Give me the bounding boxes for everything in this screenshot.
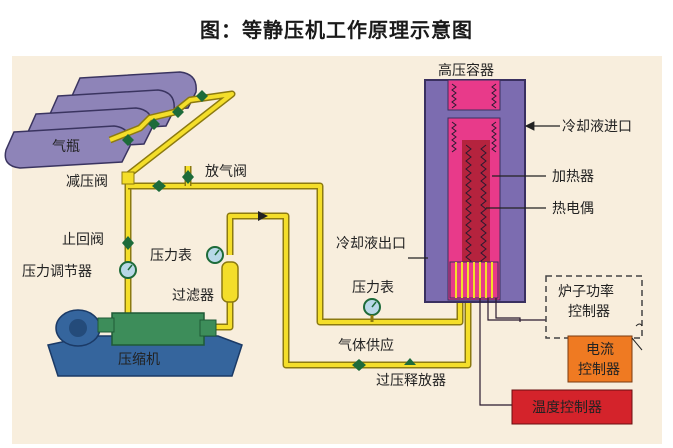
label-furnace-power-controller-1: 炉子功率 xyxy=(558,283,614,300)
label-high-pressure-vessel: 高压容器 xyxy=(438,62,494,79)
manifold-valve xyxy=(148,118,160,130)
label-check-valve: 止回阀 xyxy=(62,232,104,248)
label-gas-supply: 气体供应 xyxy=(338,337,394,354)
high-pressure-vessel xyxy=(424,79,526,303)
compressor xyxy=(47,309,243,377)
pressure-gauge-icon xyxy=(119,261,137,279)
label-current-controller-1: 电流 xyxy=(586,342,614,358)
wire-end-icon xyxy=(635,323,643,327)
vent-valve xyxy=(182,170,194,184)
label-overpressure-release: 过压释放器 xyxy=(376,373,446,389)
label-vent-valve: 放气阀 xyxy=(205,164,247,180)
label-pressure-gauge-2: 压力表 xyxy=(352,280,394,296)
flow-arrow xyxy=(258,211,268,221)
pressure-gauge-icon xyxy=(363,298,381,322)
label-thermocouple: 热电偶 xyxy=(552,201,594,217)
label-pressure-reducing-valve: 减压阀 xyxy=(66,174,108,190)
temperature-controller-box xyxy=(511,389,633,425)
filter-icon xyxy=(221,261,239,303)
control-wires xyxy=(479,298,546,406)
current-controller-box xyxy=(567,335,633,383)
label-filter: 过滤器 xyxy=(172,288,214,304)
check-valve xyxy=(122,236,134,250)
label-heater: 加热器 xyxy=(552,169,594,185)
gas-supply-valve xyxy=(352,359,366,371)
label-furnace-power-controller-2: 控制器 xyxy=(568,304,610,320)
label-cylinder: 气瓶 xyxy=(52,139,80,155)
wire-end-icon xyxy=(631,337,643,351)
label-pressure-gauge-1: 压力表 xyxy=(150,248,192,264)
manifold-valve xyxy=(196,90,208,102)
diagram-title: 图：等静压机工作原理示意图 xyxy=(200,18,473,42)
overpressure-release-valve xyxy=(404,358,416,365)
manifold-valve xyxy=(172,106,184,118)
valves xyxy=(121,90,416,371)
label-pressure-regulator: 压力调节器 xyxy=(22,264,92,280)
label-current-controller-2: 控制器 xyxy=(578,362,620,378)
manifold-valve xyxy=(122,134,134,146)
label-compressor: 压缩机 xyxy=(118,352,160,368)
pressure-reducing-valve xyxy=(121,171,135,185)
label-coolant-inlet: 冷却液进口 xyxy=(562,119,632,135)
gas-cylinders xyxy=(4,71,197,169)
label-temperature-controller: 温度控制器 xyxy=(532,400,602,416)
line-valve xyxy=(152,180,166,192)
gas-cylinder xyxy=(4,125,131,169)
label-coolant-outlet: 冷却液出口 xyxy=(336,236,406,252)
pressure-gauge-icon xyxy=(206,246,224,264)
